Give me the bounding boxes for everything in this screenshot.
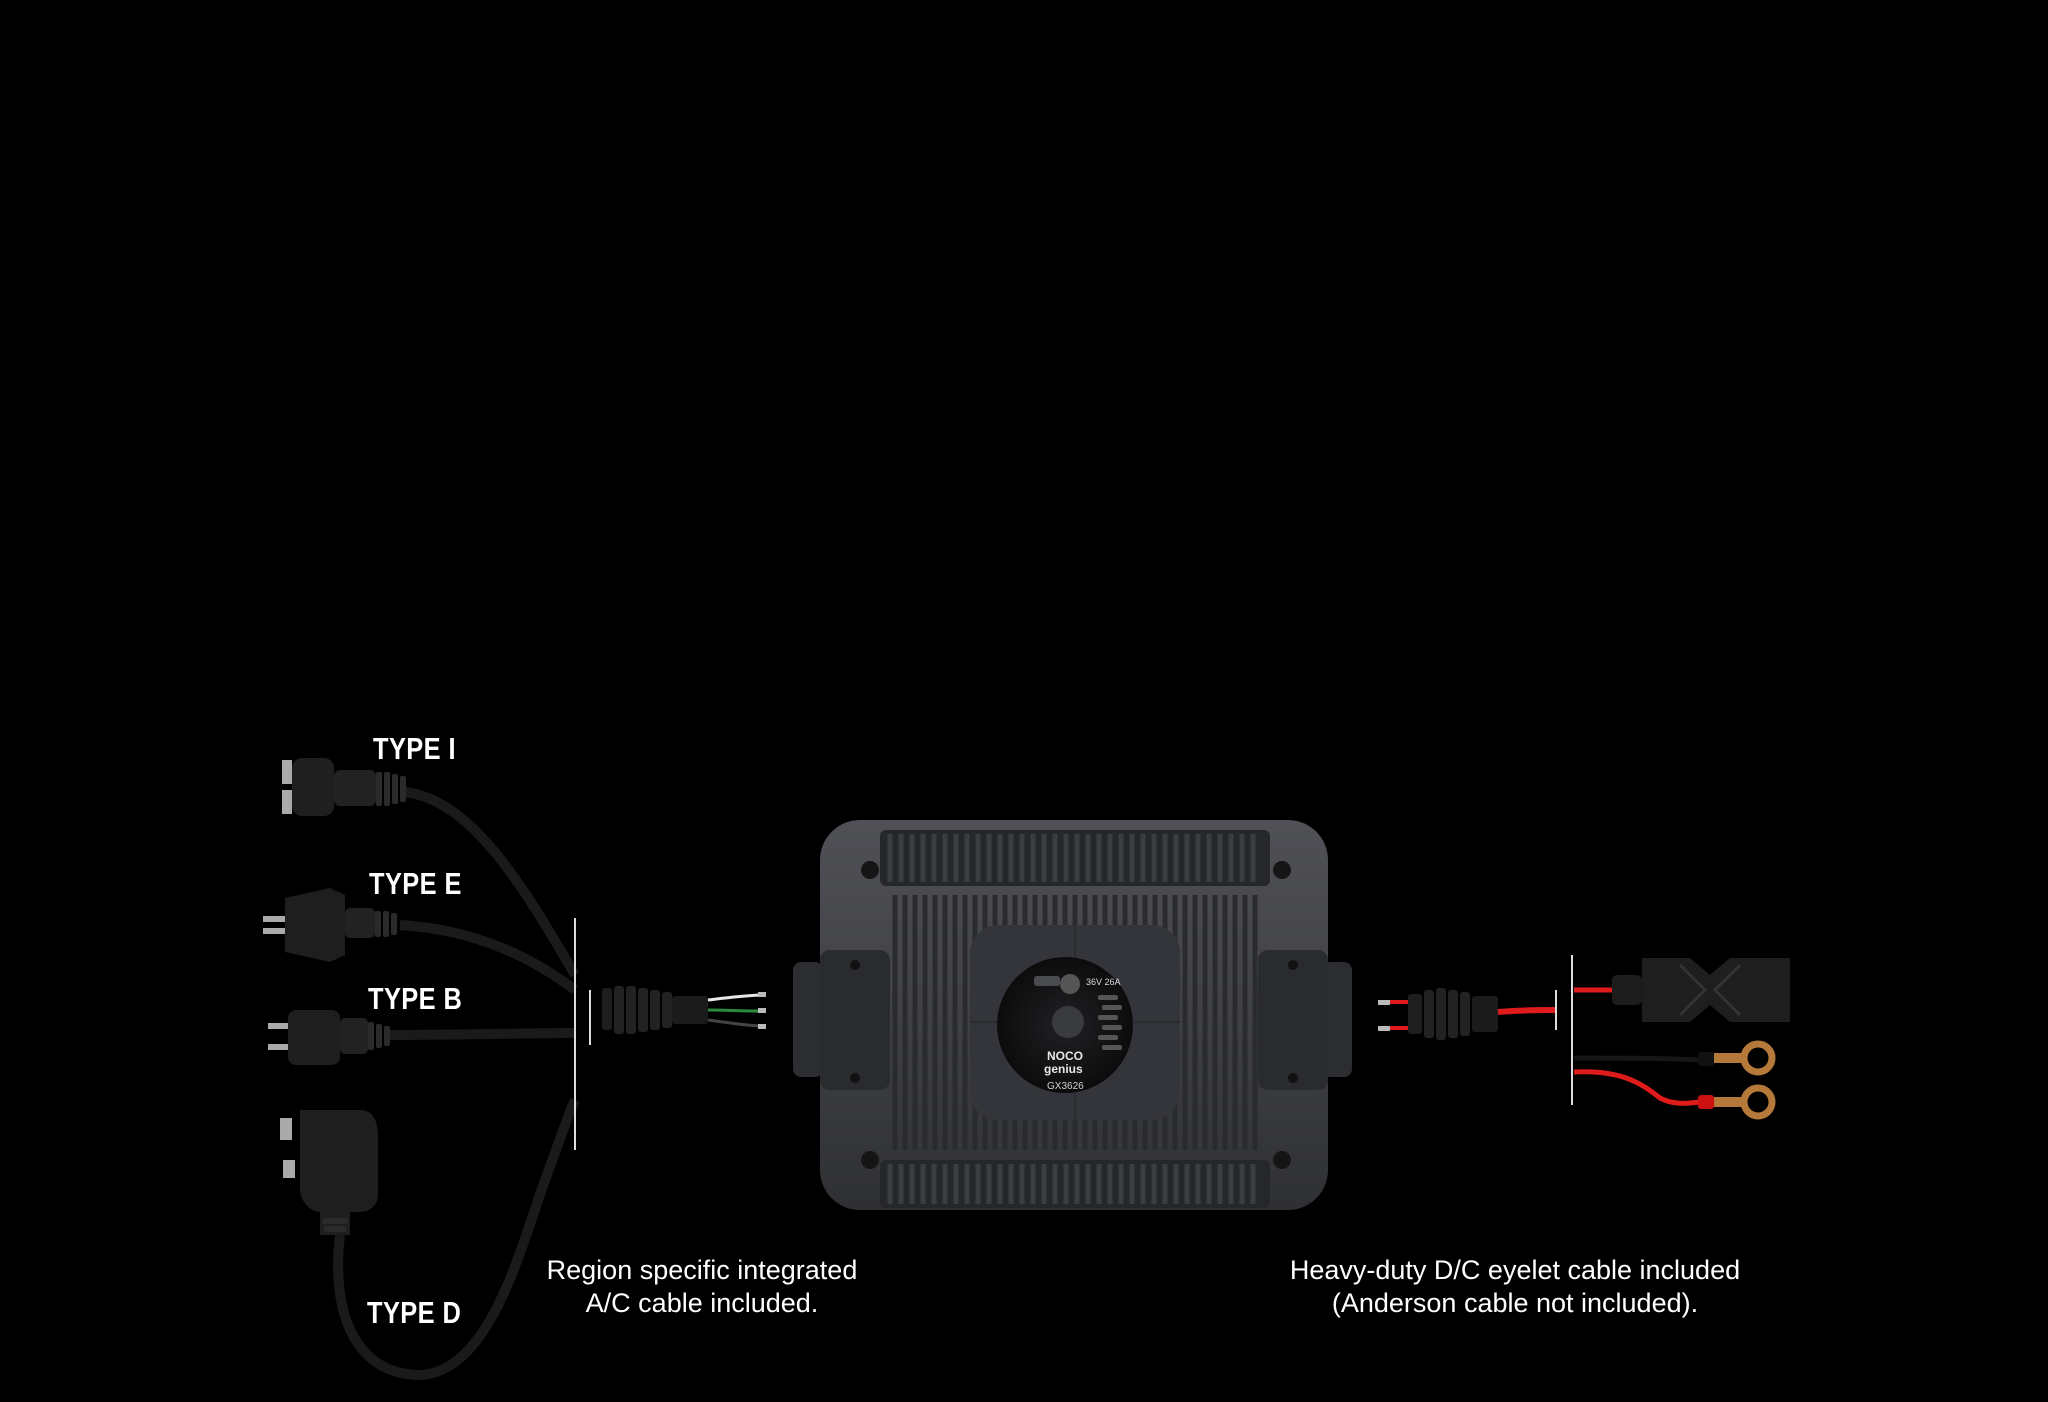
mode-button[interactable] bbox=[1034, 976, 1060, 986]
dc-caption-line-1: Heavy-duty D/C eyelet cable included bbox=[1289, 1255, 1741, 1285]
type-e-plug bbox=[263, 888, 397, 962]
dc-caption-line-2: (Anderson cable not included). bbox=[1331, 1288, 1699, 1318]
type-b-label: TYPE B bbox=[368, 981, 463, 1016]
eyelet-leads bbox=[1573, 1040, 1776, 1120]
product-line-label: genius bbox=[1044, 1062, 1083, 1076]
dc-cable-bundle bbox=[1378, 955, 1790, 1120]
mode-indicator bbox=[1102, 1045, 1122, 1050]
ac-caption-line-2: A/C cable included. bbox=[585, 1288, 819, 1318]
type-d-plug bbox=[280, 1110, 378, 1235]
charger-unit: 36V 26A NOCO genius GX3626 bbox=[793, 820, 1352, 1210]
rating-label: 36V 26A bbox=[1086, 977, 1121, 987]
ac-cable-bundle bbox=[263, 758, 766, 1381]
ac-strain-relief bbox=[602, 986, 766, 1034]
model-label: GX3626 bbox=[1047, 1081, 1084, 1092]
ac-caption-line-1: Region specific integrated bbox=[546, 1255, 858, 1285]
mode-indicator bbox=[1102, 1025, 1122, 1030]
type-i-label: TYPE I bbox=[373, 731, 456, 766]
type-e-label: TYPE E bbox=[369, 866, 462, 901]
dc-cable-caption: Heavy-duty D/C eyelet cable included (An… bbox=[1200, 1254, 1830, 1320]
brand-label: NOCO bbox=[1047, 1049, 1083, 1063]
type-i-plug bbox=[282, 758, 406, 816]
mode-indicator bbox=[1098, 1035, 1118, 1040]
anderson-connector bbox=[1574, 958, 1790, 1022]
type-d-label: TYPE D bbox=[367, 1295, 462, 1330]
type-b-plug bbox=[268, 1010, 390, 1065]
mode-indicator bbox=[1098, 995, 1118, 1000]
mode-indicator bbox=[1102, 1005, 1122, 1010]
mode-indicator bbox=[1098, 1015, 1118, 1020]
ac-cable-caption: Region specific integrated A/C cable inc… bbox=[472, 1254, 932, 1320]
